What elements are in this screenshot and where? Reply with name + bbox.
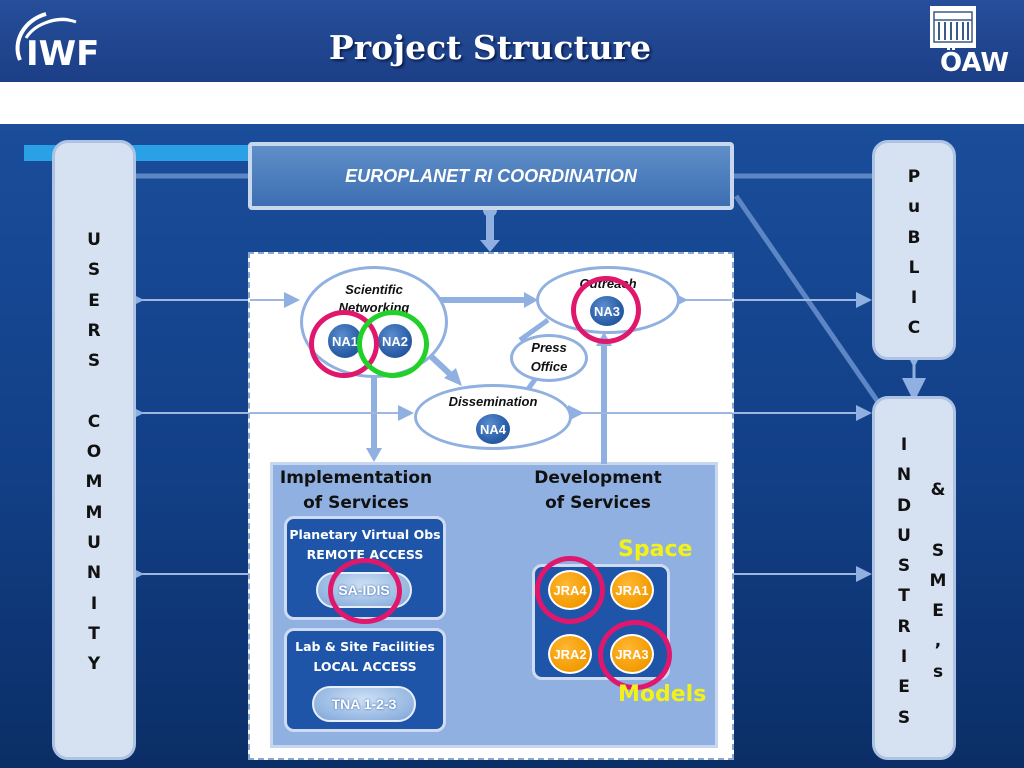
- local-access-line1: Lab & Site Facilities: [295, 639, 435, 654]
- development-heading-line2: of Services: [545, 493, 651, 513]
- development-heading-line1: Development: [534, 468, 662, 488]
- press-office-line2: Office: [530, 359, 568, 374]
- jra2-badge: JRA2: [548, 634, 592, 674]
- header-bar: IWF Project Structure ÖAW: [0, 0, 1024, 82]
- remote-access-line2: REMOTE ACCESS: [306, 547, 424, 562]
- coordination-box: EUROPLANET RI COORDINATION: [248, 142, 734, 210]
- oaw-logo-text: ÖAW: [940, 48, 1010, 78]
- oaw-building-logo-icon: [930, 6, 976, 48]
- space-label: Space: [618, 537, 693, 562]
- sa-idis-highlight-ring: [328, 558, 402, 624]
- development-heading: Development of Services: [520, 466, 676, 516]
- public-panel: [872, 140, 956, 360]
- remote-access-line1: Planetary Virtual Obs: [289, 527, 441, 542]
- na2-highlight-ring: [357, 310, 429, 378]
- industries-panel: [872, 396, 956, 760]
- press-office-ellipse: [510, 334, 588, 382]
- jra1-badge: JRA1: [610, 570, 654, 610]
- dissemination-label: Dissemination: [448, 394, 538, 409]
- tna-pill: TNA 1-2-3: [312, 686, 416, 722]
- coordination-label: EUROPLANET RI COORDINATION: [345, 165, 637, 186]
- white-band: [0, 82, 1024, 124]
- models-label: Models: [618, 682, 707, 707]
- iwf-logo-text: IWF: [26, 34, 100, 74]
- implementation-heading: Implementation of Services: [276, 466, 436, 516]
- slide-title: Project Structure: [328, 28, 652, 67]
- press-office-line1: Press: [531, 340, 567, 355]
- networking-label-line2: Networking: [338, 300, 410, 315]
- implementation-heading-line2: of Services: [303, 493, 409, 513]
- local-access-line2: LOCAL ACCESS: [313, 659, 417, 674]
- jra3-highlight-ring: [598, 620, 672, 690]
- users-community-panel: [52, 140, 136, 760]
- jra4-highlight-ring: [535, 556, 605, 624]
- iwf-logo-swoosh-icon: [15, 12, 77, 61]
- implementation-heading-line1: Implementation: [279, 468, 433, 488]
- na3-highlight-ring: [571, 276, 641, 344]
- na4-badge: NA4: [474, 412, 512, 446]
- networking-label-line1: Scientific: [345, 282, 403, 297]
